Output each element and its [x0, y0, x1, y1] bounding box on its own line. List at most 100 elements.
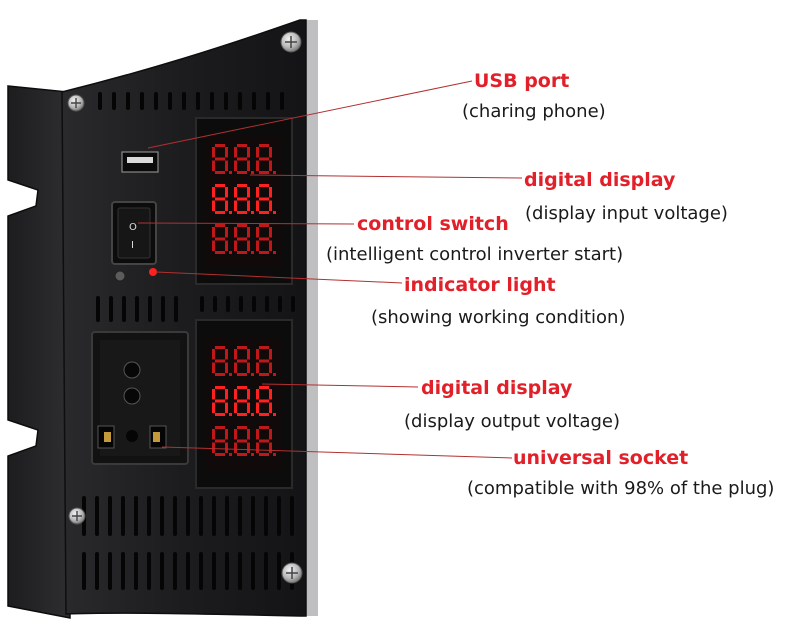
display-segment [259, 184, 269, 187]
display-segment [247, 227, 250, 238]
display-segment [215, 439, 225, 443]
display-segment [225, 240, 228, 251]
display-segment [259, 171, 269, 174]
display-segment [237, 144, 247, 147]
vent-slot [264, 552, 268, 590]
display-segment [259, 157, 269, 161]
display-segment [237, 386, 247, 389]
vent-slot [98, 92, 102, 110]
display-segment [212, 402, 215, 413]
display-segment [212, 389, 215, 400]
display-segment [256, 147, 259, 158]
display-segment [234, 429, 237, 440]
indicator-led-off [114, 270, 126, 282]
vent-slot [238, 92, 242, 110]
display-segment [215, 237, 225, 241]
vent-slot [251, 552, 255, 590]
display-decimal-point [273, 211, 276, 214]
vent-slot [264, 496, 268, 536]
vent-slot [168, 92, 172, 110]
vent-slot [134, 496, 138, 536]
display-segment [212, 227, 215, 238]
display-segment [247, 402, 250, 413]
display-segment [269, 147, 272, 158]
screw-icon [67, 94, 85, 112]
display-segment [234, 442, 237, 453]
display-segment [247, 349, 250, 360]
display-segment [212, 200, 215, 211]
vent-slot [173, 496, 177, 536]
vent-slot [135, 296, 139, 322]
display-segment [256, 362, 259, 373]
display-segment [215, 251, 225, 254]
display-decimal-point [273, 171, 276, 174]
vent-slot [280, 92, 284, 110]
display-segment [215, 359, 225, 363]
display-segment [256, 429, 259, 440]
vent-slot [112, 92, 116, 110]
display-segment [259, 359, 269, 363]
display-segment [269, 227, 272, 238]
display-segment [234, 227, 237, 238]
vent-slot [239, 296, 243, 312]
vent-slot [199, 552, 203, 590]
display-segment [234, 349, 237, 360]
display-segment [225, 362, 228, 373]
display-segment [225, 402, 228, 413]
display-decimal-point [229, 251, 232, 254]
display-segment [234, 240, 237, 251]
vent-slot [126, 92, 130, 110]
display-segment [212, 442, 215, 453]
vent-slot [212, 552, 216, 590]
display-segment [215, 224, 225, 227]
screw-icon [281, 562, 303, 584]
vent-slot [95, 552, 99, 590]
vent-slot [182, 92, 186, 110]
display-segment [269, 402, 272, 413]
display-segment [269, 187, 272, 198]
vent-slot [173, 552, 177, 590]
display-decimal-point [273, 251, 276, 254]
vent-slot [82, 552, 86, 590]
display-segment [225, 147, 228, 158]
display-segment [225, 389, 228, 400]
display-segment [269, 429, 272, 440]
vent-slot [122, 296, 126, 322]
vent-slot [108, 496, 112, 536]
usb-port [121, 151, 159, 173]
display-decimal-point [229, 211, 232, 214]
vent-slot [266, 92, 270, 110]
display-segment [247, 442, 250, 453]
display-segment [247, 147, 250, 158]
vent-slot [200, 296, 204, 312]
display-segment [215, 386, 225, 389]
display-segment [212, 429, 215, 440]
vent-slot [238, 496, 242, 536]
display-segment [225, 227, 228, 238]
display-decimal-point [273, 413, 276, 416]
display-segment [234, 147, 237, 158]
display-segment [237, 453, 247, 456]
vent-slot [121, 552, 125, 590]
display-segment [215, 453, 225, 456]
display-segment [247, 187, 250, 198]
screw-icon [68, 507, 86, 525]
display-segment [237, 184, 247, 187]
display-segment [247, 240, 250, 251]
display-segment [212, 349, 215, 360]
display-segment [215, 373, 225, 376]
display-segment [237, 197, 247, 201]
display-segment [237, 439, 247, 443]
switch-symbol-off: O [129, 222, 137, 233]
display-segment [215, 413, 225, 416]
vent-slot [160, 496, 164, 536]
vent-slot [225, 496, 229, 536]
display-segment [234, 187, 237, 198]
display-segment [237, 237, 247, 241]
vent-slot [291, 296, 295, 312]
display-segment [215, 171, 225, 174]
display-segment [237, 251, 247, 254]
vent-slot [196, 92, 200, 110]
vent-slot [238, 552, 242, 590]
